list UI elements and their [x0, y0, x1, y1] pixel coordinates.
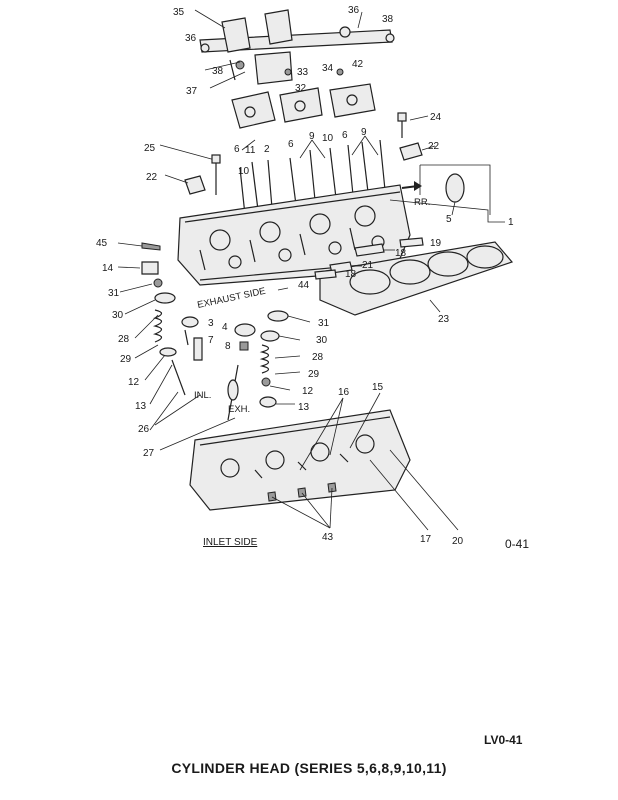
callout-26: 26 [138, 424, 150, 435]
leader-44 [277, 287, 289, 291]
figure-caption: CYLINDER HEAD (SERIES 5,6,8,9,10,11) [171, 760, 447, 776]
callout-43: 43 [322, 532, 334, 543]
callout-20: 20 [452, 536, 464, 547]
pushrods [239, 135, 386, 216]
callout-4: 4 [222, 322, 228, 333]
callout-32: 32 [295, 83, 307, 94]
callout-19: 19 [430, 238, 442, 249]
callout-6: 6 [342, 130, 348, 141]
callout-8: 8 [225, 341, 231, 352]
callout-22: 22 [428, 141, 440, 152]
callout-28: 28 [118, 334, 130, 345]
callout-14: 14 [102, 263, 114, 274]
callout-7: 7 [208, 335, 214, 346]
callout-25: 25 [144, 143, 156, 154]
callout-38: 38 [382, 14, 394, 25]
callout-35: 35 [173, 7, 185, 18]
callout-27: 27 [143, 448, 155, 459]
callout-15: 15 [372, 382, 384, 393]
left-valve-parts [117, 242, 186, 431]
leader-27 [159, 417, 236, 451]
callout-1: 1 [508, 217, 514, 228]
callout-10: 10 [238, 166, 250, 177]
diagram-code: LV0-41 [484, 733, 523, 747]
callout-3: 3 [208, 318, 214, 329]
callout-5: 5 [446, 214, 452, 225]
callout-17: 17 [420, 534, 432, 545]
callout-28: 28 [312, 352, 324, 363]
callout-45: 45 [96, 238, 108, 249]
callout-36: 36 [348, 5, 360, 16]
callout-36: 36 [185, 33, 197, 44]
head-gasket [319, 241, 514, 316]
callout-44: 44 [298, 280, 310, 291]
callout-6: 6 [288, 139, 294, 150]
callout-9: 9 [309, 131, 315, 142]
callout-31: 31 [318, 318, 330, 329]
callout-12: 12 [128, 377, 140, 388]
center-valve-parts [181, 316, 256, 421]
leader-26 [154, 394, 201, 426]
callout-37: 37 [186, 86, 198, 97]
callout-18: 18 [345, 269, 357, 280]
rr-label: RR. [414, 197, 430, 208]
inlet-side-label: INLET SIDE [203, 537, 258, 548]
callout-29: 29 [120, 354, 132, 365]
callout-13: 13 [135, 401, 147, 412]
cylinder-head-lower [189, 392, 459, 531]
bolt-25 [159, 144, 221, 195]
oil-filler-cap [419, 164, 491, 216]
callout-16: 16 [338, 387, 350, 398]
callout-21: 21 [362, 260, 374, 271]
callout-29: 29 [308, 369, 320, 380]
callout-23: 23 [438, 314, 450, 325]
callout-18: 18 [395, 248, 407, 259]
callout-numbers: 35 36 36 38 38 37 33 34 42 32 24 22 25 2… [96, 5, 514, 547]
fittings-18-19-21 [314, 237, 424, 280]
cap-22-left [164, 174, 206, 195]
rocker-shaft-assembly [194, 9, 395, 89]
callout-22: 22 [146, 172, 158, 183]
inl-label: INL. [194, 390, 211, 401]
callout-42: 42 [352, 59, 364, 70]
right-valve-parts [259, 310, 311, 408]
callout-6: 6 [234, 144, 240, 155]
cylinder-head-upper [177, 184, 505, 286]
callout-38: 38 [212, 66, 224, 77]
callout-34: 34 [322, 63, 334, 74]
exh-label: EXH. [228, 404, 250, 415]
callout-9: 9 [361, 127, 367, 138]
exhaust-side-label: EXHAUST SIDE [196, 286, 266, 311]
rear-arrow [401, 181, 422, 191]
bolt-24 [397, 112, 429, 138]
callout-10: 10 [322, 133, 334, 144]
cap-22-right [399, 142, 436, 161]
rocker-arms [231, 83, 376, 129]
callout-12: 12 [302, 386, 314, 397]
callout-31: 31 [108, 288, 120, 299]
callout-24: 24 [430, 112, 442, 123]
callout-33: 33 [297, 67, 309, 78]
callout-30: 30 [112, 310, 124, 321]
callout-30: 30 [316, 335, 328, 346]
callout-11: 11 [245, 145, 256, 156]
callout-2: 2 [264, 144, 270, 155]
figure-id: 0-41 [505, 537, 529, 551]
callout-13: 13 [298, 402, 310, 413]
